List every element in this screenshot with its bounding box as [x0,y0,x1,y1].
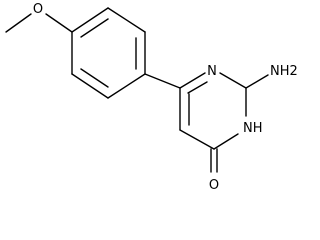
methoxy-oxygen-label: O [33,2,43,17]
bond-benzene-double-1 [80,18,109,38]
bond-aryl-pyrimidine [144,73,181,89]
structure-drawing: O N NH2 NH O [5,2,298,193]
amino-group-label: NH2 [270,64,298,79]
bond-n3-c4 [213,133,239,150]
bond-c4-c5 [179,129,215,150]
bond-n1-c2 [219,72,247,89]
bond-benzene-4 [107,73,146,99]
bond-c6-n1-double [187,81,208,94]
bond-c6-n1 [179,72,206,89]
molecule-diagram: O N NH2 NH O [5,2,298,193]
bond-benzene-double-3 [80,68,109,88]
bond-o-aryl [45,13,73,33]
ring-nitrogen-label: N [207,64,217,79]
bond-benzene-5 [71,73,109,99]
bond-benzene-2 [107,7,146,33]
bond-c2-amino [245,74,269,89]
bond-methyl-o [5,13,32,33]
bond-benzene-1 [71,7,109,33]
carbonyl-oxygen-label: O [209,178,219,193]
ring-nh-label: NH [243,121,263,136]
